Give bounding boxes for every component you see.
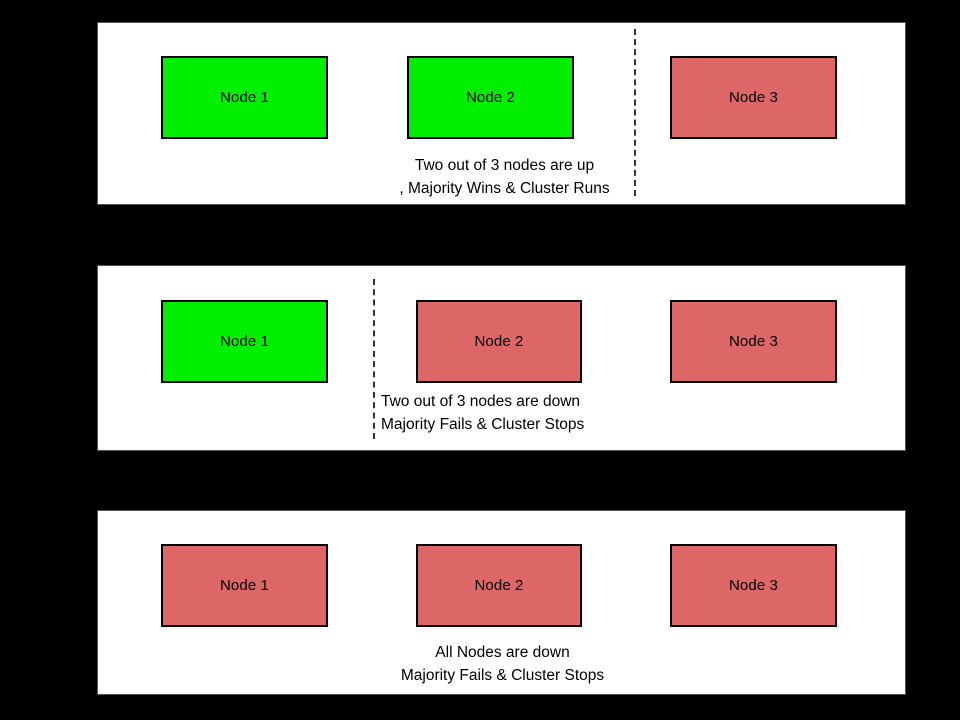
node-box-2[interactable]: Node 2 [416,544,582,627]
node-label: Node 2 [466,89,515,106]
scenario-panel-two-of-three-down: Node 1 Node 2 Node 3 Two out of 3 nodes … [97,265,906,451]
node-label: Node 1 [220,89,269,106]
node-box-3[interactable]: Node 3 [670,300,837,383]
node-box-2[interactable]: Node 2 [416,300,582,383]
caption-line-1: Two out of 3 nodes are down [381,393,581,410]
scenario-caption: All Nodes are down Majority Fails & Clus… [98,641,907,687]
node-label: Node 2 [474,577,524,594]
node-box-1[interactable]: Node 1 [161,544,328,627]
node-label: Node 1 [220,577,269,594]
node-box-3[interactable]: Node 3 [670,544,837,627]
node-label: Node 3 [729,89,778,106]
quorum-divider-line [373,279,375,439]
scenario-caption: Two out of 3 nodes are up , Majority Win… [98,154,907,200]
quorum-divider-line [634,29,636,196]
node-label: Node 1 [220,333,269,350]
caption-line-2: Majority Fails & Cluster Stops [400,667,605,684]
node-box-1[interactable]: Node 1 [161,300,328,383]
node-label: Node 3 [729,577,778,594]
scenario-panel-all-down: Node 1 Node 2 Node 3 All Nodes are down … [97,510,906,695]
caption-line-2: , Majority Wins & Cluster Runs [399,180,610,197]
node-label: Node 3 [729,333,778,350]
scenario-caption: Two out of 3 nodes are down Majority Fai… [381,390,584,436]
caption-line-1: Two out of 3 nodes are up [414,157,595,174]
caption-line-2: Majority Fails & Cluster Stops [381,416,585,433]
node-box-2[interactable]: Node 2 [407,56,574,139]
caption-line-1: All Nodes are down [435,644,570,661]
scenario-panel-two-of-three-up: Node 1 Node 2 Node 3 Two out of 3 nodes … [97,22,906,205]
node-label: Node 2 [474,333,524,350]
node-box-3[interactable]: Node 3 [670,56,837,139]
node-box-1[interactable]: Node 1 [161,56,328,139]
